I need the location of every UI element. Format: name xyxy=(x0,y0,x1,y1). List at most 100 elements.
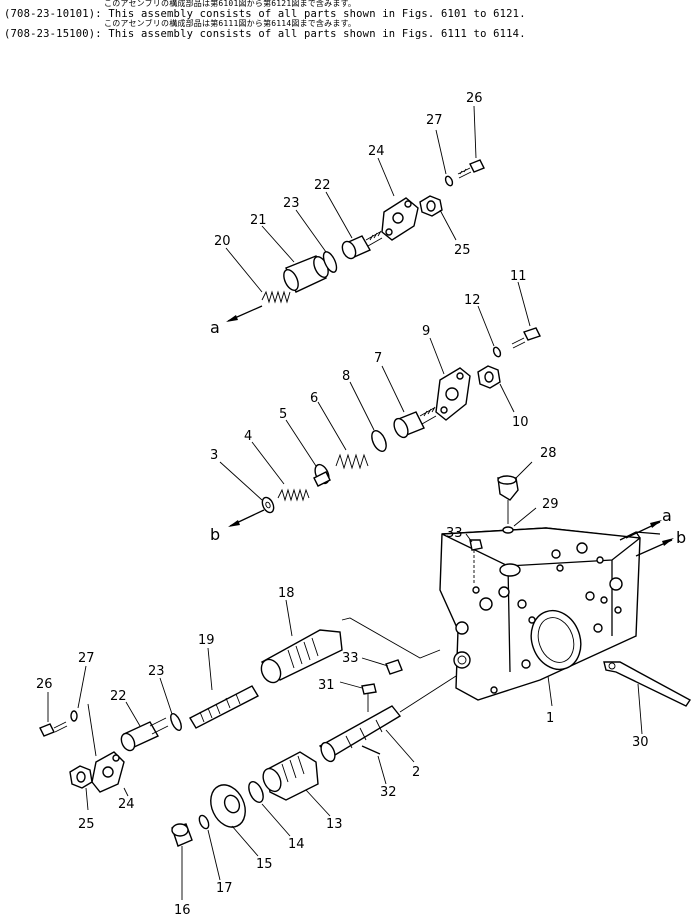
leader-33-lower xyxy=(361,657,389,667)
part-14-o-ring xyxy=(248,781,264,803)
part-22-plug xyxy=(341,230,383,260)
part-9-flange xyxy=(435,367,471,421)
arrow-b-left-head xyxy=(228,520,240,527)
leader-1 xyxy=(547,675,553,707)
label-26-lower: 26 xyxy=(36,677,53,692)
leader-25-top xyxy=(439,209,457,241)
part-24-flange xyxy=(381,197,419,241)
part-1-valve-body xyxy=(439,520,674,701)
label-23-top: 23 xyxy=(283,196,300,211)
leader-2-path xyxy=(399,675,457,713)
part-12-washer xyxy=(492,346,502,358)
part-15-cap xyxy=(210,784,246,828)
label-12: 12 xyxy=(464,293,481,308)
label-8: 8 xyxy=(342,369,350,384)
label-18: 18 xyxy=(278,586,295,601)
leader-27-top xyxy=(435,129,447,175)
label-11: 11 xyxy=(510,269,527,284)
leader-26-top xyxy=(473,105,477,159)
part-16-plug xyxy=(171,823,193,847)
arrow-label-b-left: b xyxy=(210,525,220,544)
label-25-lower: 25 xyxy=(78,817,95,832)
part-25-nut xyxy=(419,195,443,217)
leader-24-top xyxy=(377,157,395,197)
part-29-o-ring xyxy=(502,526,514,534)
label-22-lower: 22 xyxy=(110,689,127,704)
part-6-spring xyxy=(335,453,369,470)
figure-header: このアセンブリの構成部品は第6101図から第6121図まで含みます。 (708-… xyxy=(4,0,690,40)
label-24-lower: 24 xyxy=(118,797,135,812)
header-note-jp-1: このアセンブリの構成部品は第6101図から第6121図まで含みます。 xyxy=(104,0,357,8)
leader-7 xyxy=(381,365,405,413)
label-16: 16 xyxy=(174,903,191,916)
leader-29 xyxy=(513,507,537,527)
label-7: 7 xyxy=(374,351,382,366)
leader-23 xyxy=(295,209,327,253)
part-26-bolt xyxy=(457,159,485,179)
label-29: 29 xyxy=(542,497,559,512)
leader-21 xyxy=(261,225,295,263)
label-1: 1 xyxy=(546,711,554,726)
leader-20 xyxy=(225,247,263,293)
label-33-lower: 33 xyxy=(342,651,359,666)
arrow-label-b-right: b xyxy=(676,528,686,547)
part-19-rod xyxy=(189,685,259,729)
leader-4 xyxy=(251,441,285,485)
header-note-jp-2: このアセンブリの構成部品は第6111図から第6114図まで含みます。 xyxy=(104,19,357,28)
label-23-lower: 23 xyxy=(148,664,165,679)
label-4: 4 xyxy=(244,429,252,444)
part-23-o-ring-lower xyxy=(170,712,182,732)
part-13-sleeve xyxy=(262,751,319,801)
label-33-top: 33 xyxy=(446,526,463,541)
label-19: 19 xyxy=(198,633,215,648)
body-large-port xyxy=(530,609,582,671)
part-33-plug-lower xyxy=(385,659,403,675)
label-20: 20 xyxy=(214,234,231,249)
part-4-spring xyxy=(277,488,310,502)
part-33-plug-top xyxy=(469,539,483,551)
leader-13 xyxy=(305,789,331,817)
leader-24-lower xyxy=(123,787,129,797)
lower-spool-group xyxy=(39,599,553,900)
part-32-pin xyxy=(361,745,381,755)
part-22-plug-lower xyxy=(120,717,169,752)
part-2-spool xyxy=(318,705,402,763)
label-31: 31 xyxy=(318,678,335,693)
part-26-bolt-lower xyxy=(39,721,68,737)
body-top-port xyxy=(499,563,521,577)
part-20-spring xyxy=(261,290,291,304)
label-15: 15 xyxy=(256,857,273,872)
leader-17 xyxy=(207,829,221,881)
leader-10 xyxy=(499,383,515,413)
header-note-en-2: (708-23-15100): This assembly consists o… xyxy=(4,27,526,40)
label-21: 21 xyxy=(250,213,267,228)
label-14: 14 xyxy=(288,837,305,852)
label-26-top: 26 xyxy=(466,91,483,106)
part-3-retainer xyxy=(261,496,275,514)
leader-14 xyxy=(261,803,291,837)
leader-15 xyxy=(231,825,259,857)
leader-32 xyxy=(377,755,387,785)
arrow-a-right-head xyxy=(650,520,662,528)
part-5-seat xyxy=(313,463,331,487)
part-8-o-ring xyxy=(371,430,387,452)
label-25-top: 25 xyxy=(454,243,471,258)
part-21-piston xyxy=(283,255,329,293)
part-23-o-ring xyxy=(322,251,338,273)
label-2: 2 xyxy=(412,765,420,780)
label-30: 30 xyxy=(632,735,649,750)
label-6: 6 xyxy=(310,391,318,406)
label-24-top: 24 xyxy=(368,144,385,159)
leader-5 xyxy=(285,419,317,467)
part-7-plug xyxy=(393,406,437,439)
label-28: 28 xyxy=(540,446,557,461)
leader-31 xyxy=(339,681,363,689)
label-3: 3 xyxy=(210,448,218,463)
middle-spool-group xyxy=(219,281,541,527)
leader-33-top xyxy=(465,533,473,543)
leader-25-lower xyxy=(85,787,89,811)
arrow-label-a-left: a xyxy=(210,318,220,337)
leader-11 xyxy=(517,281,531,327)
arrow-a-left-head xyxy=(226,315,238,322)
